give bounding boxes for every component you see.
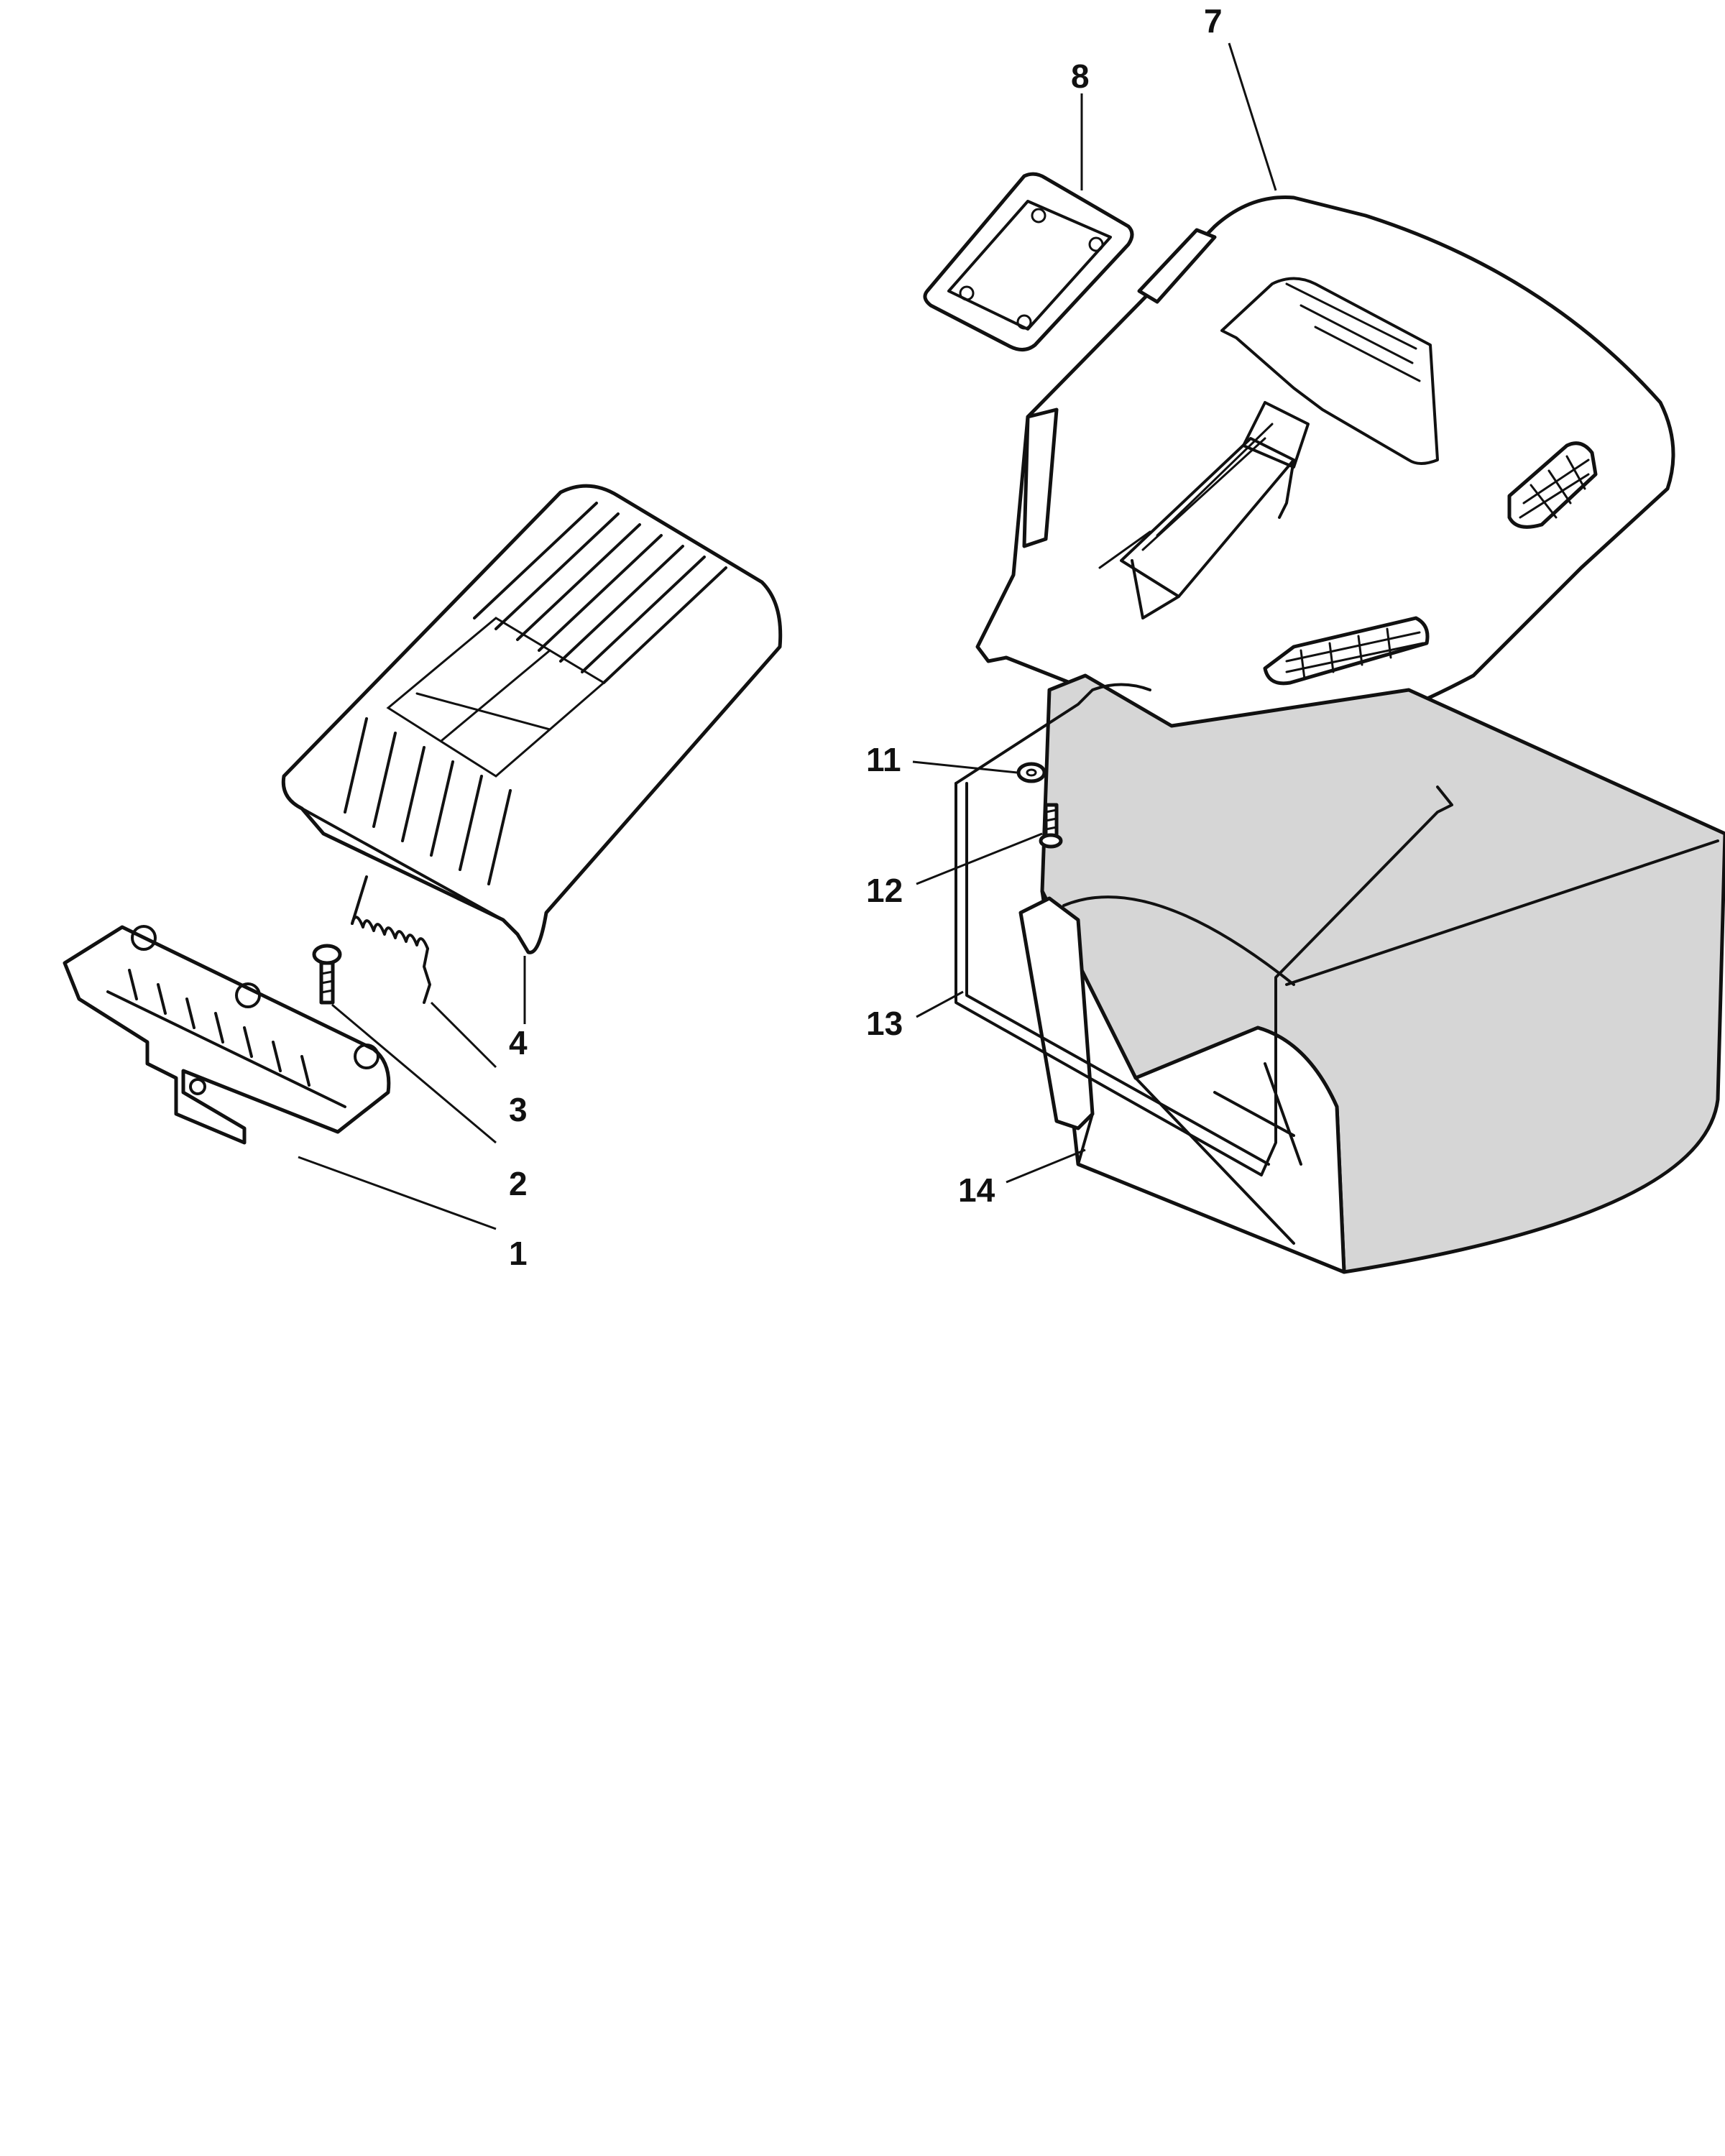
part-8-gasket-plate (923, 172, 1134, 351)
callout-2: 2 (509, 1165, 528, 1202)
callout-labels: 1 2 3 4 7 8 11 12 13 14 (509, 2, 1223, 1272)
part-1-hinge-bracket (63, 925, 391, 1145)
part-4-upper-cover (281, 484, 783, 954)
part-7-bag-lid (975, 195, 1675, 834)
part-3-spring (351, 875, 431, 1004)
part-2-screw (312, 944, 342, 1005)
callout-12: 12 (866, 872, 903, 909)
part-13-wire-frame (954, 683, 1719, 1176)
part-14-bag-body (1018, 673, 1725, 1274)
callout-8: 8 (1071, 57, 1090, 95)
callout-11: 11 (866, 741, 901, 778)
leaders-left (298, 956, 526, 1230)
part-11-washer (1016, 762, 1046, 783)
callout-7: 7 (1204, 2, 1223, 40)
callout-13: 13 (866, 1005, 903, 1042)
callout-3: 3 (509, 1091, 528, 1128)
leaders-right (912, 42, 1277, 1184)
callout-1: 1 (509, 1235, 528, 1272)
part-12-screw (1039, 803, 1063, 849)
callout-14: 14 (958, 1171, 995, 1209)
callout-4: 4 (509, 1024, 528, 1061)
